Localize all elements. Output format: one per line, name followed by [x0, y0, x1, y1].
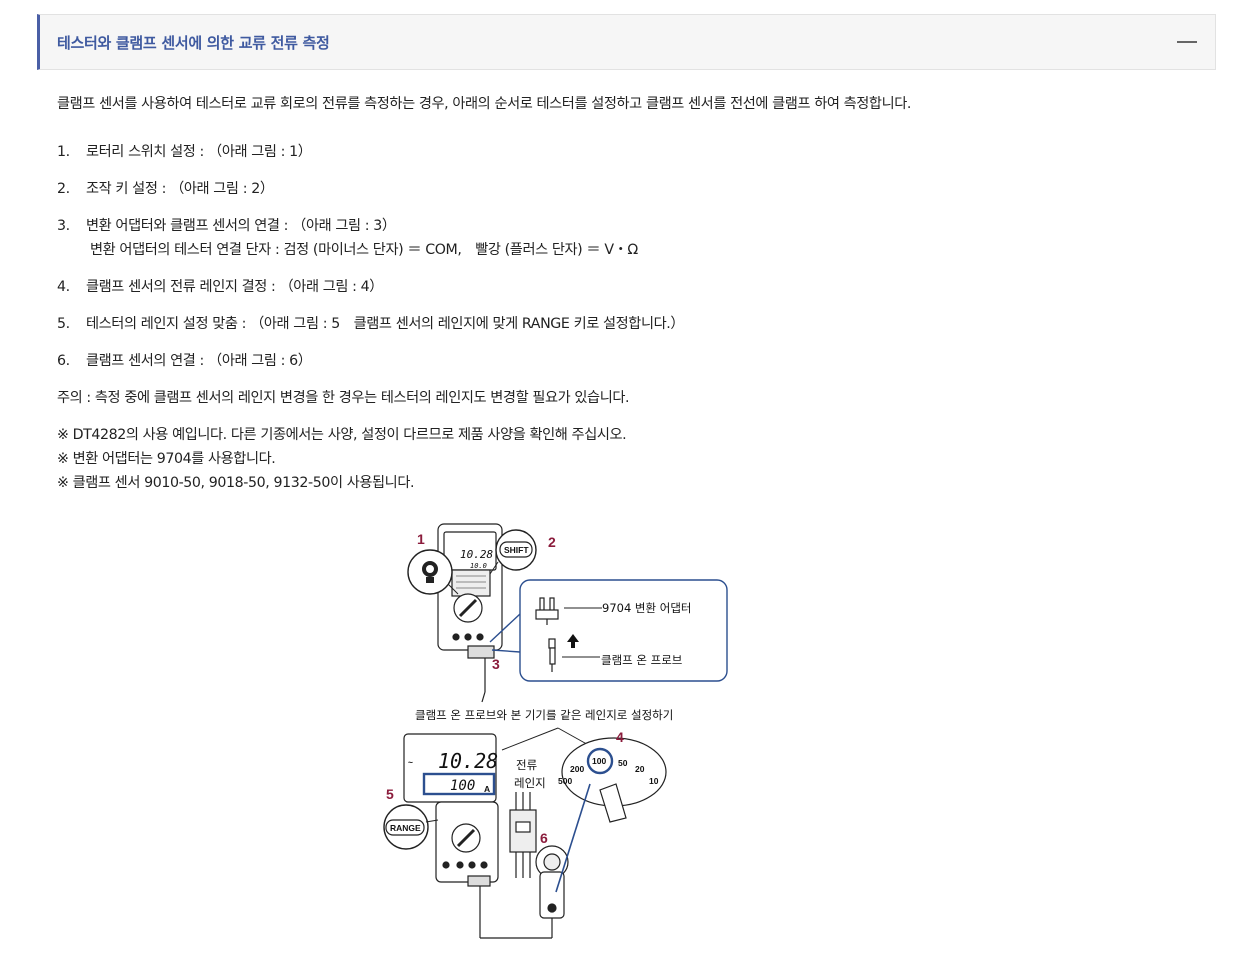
- step-item: 1. 로터리 스위치 설정 : （아래 그림 : 1）: [57, 140, 312, 164]
- step-number: 6.: [57, 353, 70, 369]
- callout-3: 3: [492, 656, 500, 672]
- callout-5: 5: [386, 786, 394, 802]
- measurement-diagram: 10.28 10.0 1 SHIFT 2 3: [380, 522, 740, 947]
- step-number: 1.: [57, 144, 70, 160]
- lcd-main-bottom: 10.0: [470, 562, 487, 570]
- intro-paragraph: 클램프 센서를 사용하여 테스터로 교류 회로의 전류를 측정하는 경우, 아래…: [57, 96, 912, 112]
- callout-4: 4: [616, 729, 624, 745]
- range-caption: 클램프 온 프로브와 본 기기를 같은 레인지로 설정하기: [415, 708, 673, 722]
- lcd-zoom-highlight: [422, 772, 496, 796]
- step-item: 3. 변환 어댑터와 클램프 센서의 연결 : （아래 그림 : 3） 변환 어댑…: [57, 214, 638, 262]
- shift-key-icon: [499, 541, 533, 558]
- step-item: 5. 테스터의 레인지 설정 맞춤 : （아래 그림 : 5 클램프 센서의 레인…: [57, 312, 685, 336]
- range-key-icon: [385, 819, 425, 836]
- section-title: 테스터와 클램프 센서에 의한 교류 전류 측정: [57, 34, 330, 52]
- note-item: ※ DT4282의 사용 예입니다. 다른 기종에서는 사양, 설정이 다르므로…: [57, 427, 627, 443]
- arrow-up-icon: [567, 634, 579, 648]
- step-number: 3.: [57, 218, 70, 234]
- step-number: 2.: [57, 181, 70, 197]
- step-item: 6. 클램프 센서의 연결 : （아래 그림 : 6）: [57, 349, 312, 373]
- adapter-label: 9704 변환 어댑터: [602, 601, 691, 615]
- step-text: 테스터의 레인지 설정 맞춤 : （아래 그림 : 5 클램프 센서의 레인지에…: [86, 316, 685, 332]
- callout-6: 6: [540, 830, 548, 846]
- probe-label: 클램프 온 프로브: [601, 653, 682, 667]
- circuit-breaker: [509, 792, 537, 878]
- lcd-main-top: 10.28: [460, 548, 493, 561]
- shift-key-label: SHIFT: [504, 545, 529, 555]
- accordion-header[interactable]: 테스터와 클램프 센서에 의한 교류 전류 측정: [37, 14, 1216, 70]
- tester-upper: [437, 523, 503, 703]
- collapse-icon[interactable]: [1177, 41, 1197, 43]
- lcd-zoom-main: 10.28: [438, 749, 498, 773]
- step-text: 클램프 센서의 연결 : （아래 그림 : 6）: [86, 353, 312, 369]
- lcd-zoom-unit: A: [484, 784, 490, 794]
- dial-value: 20: [635, 764, 645, 774]
- range-label: 레인지: [514, 776, 546, 790]
- callout-2: 2: [548, 534, 556, 550]
- step-text: 클램프 센서의 전류 레인지 결정 : （아래 그림 : 4）: [86, 279, 384, 295]
- step-item: 4. 클램프 센서의 전류 레인지 결정 : （아래 그림 : 4）: [57, 275, 383, 299]
- dial-value: 100: [592, 756, 606, 766]
- current-label: 전류: [516, 758, 537, 772]
- rotary-switch-icon: [407, 549, 453, 595]
- step-text: 로터리 스위치 설정 : （아래 그림 : 1）: [86, 144, 312, 160]
- step-number: 5.: [57, 316, 70, 332]
- range-highlight-circle: [586, 747, 614, 775]
- svg-text:~: ~: [408, 757, 413, 767]
- callout-1: 1: [417, 531, 425, 547]
- step-text: 조작 키 설정 : （아래 그림 : 2）: [86, 181, 274, 197]
- dial-value: 500: [558, 776, 572, 786]
- lcd-zoom-sub: 100: [450, 778, 475, 794]
- caution-text: 주의 : 측정 중에 클램프 센서의 레인지 변경을 한 경우는 테스터의 레인…: [57, 390, 630, 406]
- adapter-detail-box: [489, 579, 728, 682]
- dial-value: 50: [618, 758, 628, 768]
- step-number: 4.: [57, 279, 70, 295]
- note-item: ※ 클램프 센서 9010-50, 9018-50, 9132-50이 사용됩니…: [57, 475, 415, 491]
- dial-value: 10: [649, 776, 659, 786]
- dial-value: 200: [570, 764, 584, 774]
- range-key-label: RANGE: [390, 823, 421, 833]
- note-item: ※ 변환 어댑터는 9704를 사용합니다.: [57, 451, 276, 467]
- step-text: 변환 어댑터와 클램프 센서의 연결 : （아래 그림 : 3）: [86, 218, 396, 234]
- step-subtext: 변환 어댑터의 테스터 연결 단자 : 검정 (마이너스 단자) ＝ COM, …: [90, 242, 638, 258]
- step-item: 2. 조작 키 설정 : （아래 그림 : 2）: [57, 177, 274, 201]
